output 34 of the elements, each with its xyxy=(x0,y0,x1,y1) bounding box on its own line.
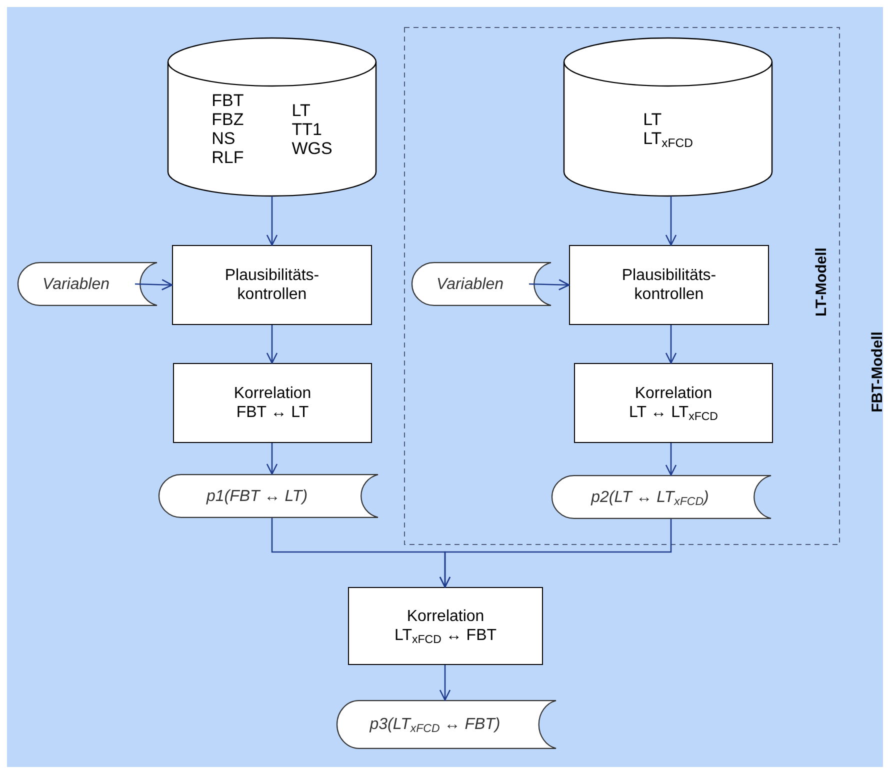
process-box xyxy=(574,363,773,443)
arrow xyxy=(665,443,677,476)
data-list: LT TT1 WGS xyxy=(292,100,332,158)
data-label: Variablen xyxy=(42,274,110,294)
step-text: LT$_{xFCD}$ ↔ FBT xyxy=(394,626,497,645)
arrow xyxy=(439,665,451,701)
arrow xyxy=(134,279,173,290)
data-label: p2(LT ↔ LT$_{xFCD}$) xyxy=(591,488,709,506)
data-list: LT LT$_{xFCD}$ xyxy=(643,110,693,148)
step-text: Korrelation xyxy=(406,607,484,626)
arrow xyxy=(266,325,278,364)
step-text: Korrelation xyxy=(234,384,312,403)
step-text: Plausibilitäts- kontrollen xyxy=(224,266,320,304)
data-label: Variablen xyxy=(436,274,504,294)
step-text: FBT ↔ LT xyxy=(236,403,309,422)
arrow xyxy=(665,325,677,364)
arrow xyxy=(266,196,278,246)
process-box xyxy=(173,363,372,443)
model-label: FBT-Modell xyxy=(868,330,887,414)
arrow xyxy=(528,279,570,290)
data-label: p1(FBT ↔ LT) xyxy=(206,486,308,506)
arrow xyxy=(266,443,278,475)
process-box xyxy=(348,587,543,665)
process-box xyxy=(172,245,372,325)
arrow xyxy=(665,196,677,246)
step-text: LT ↔ LT$_{xFCD}$ xyxy=(628,403,718,422)
model-area xyxy=(7,7,883,767)
step-text: Plausibilitäts- kontrollen xyxy=(622,266,716,304)
process-box xyxy=(569,245,769,325)
step-text: Korrelation xyxy=(634,384,712,403)
data-list: FBT FBZ NS RLF xyxy=(212,91,244,167)
arrow xyxy=(439,519,672,588)
model-label: LT-Modell xyxy=(812,246,831,318)
data-label: p3(LT$_{xFCD}$ ↔ FBT) xyxy=(370,715,500,734)
